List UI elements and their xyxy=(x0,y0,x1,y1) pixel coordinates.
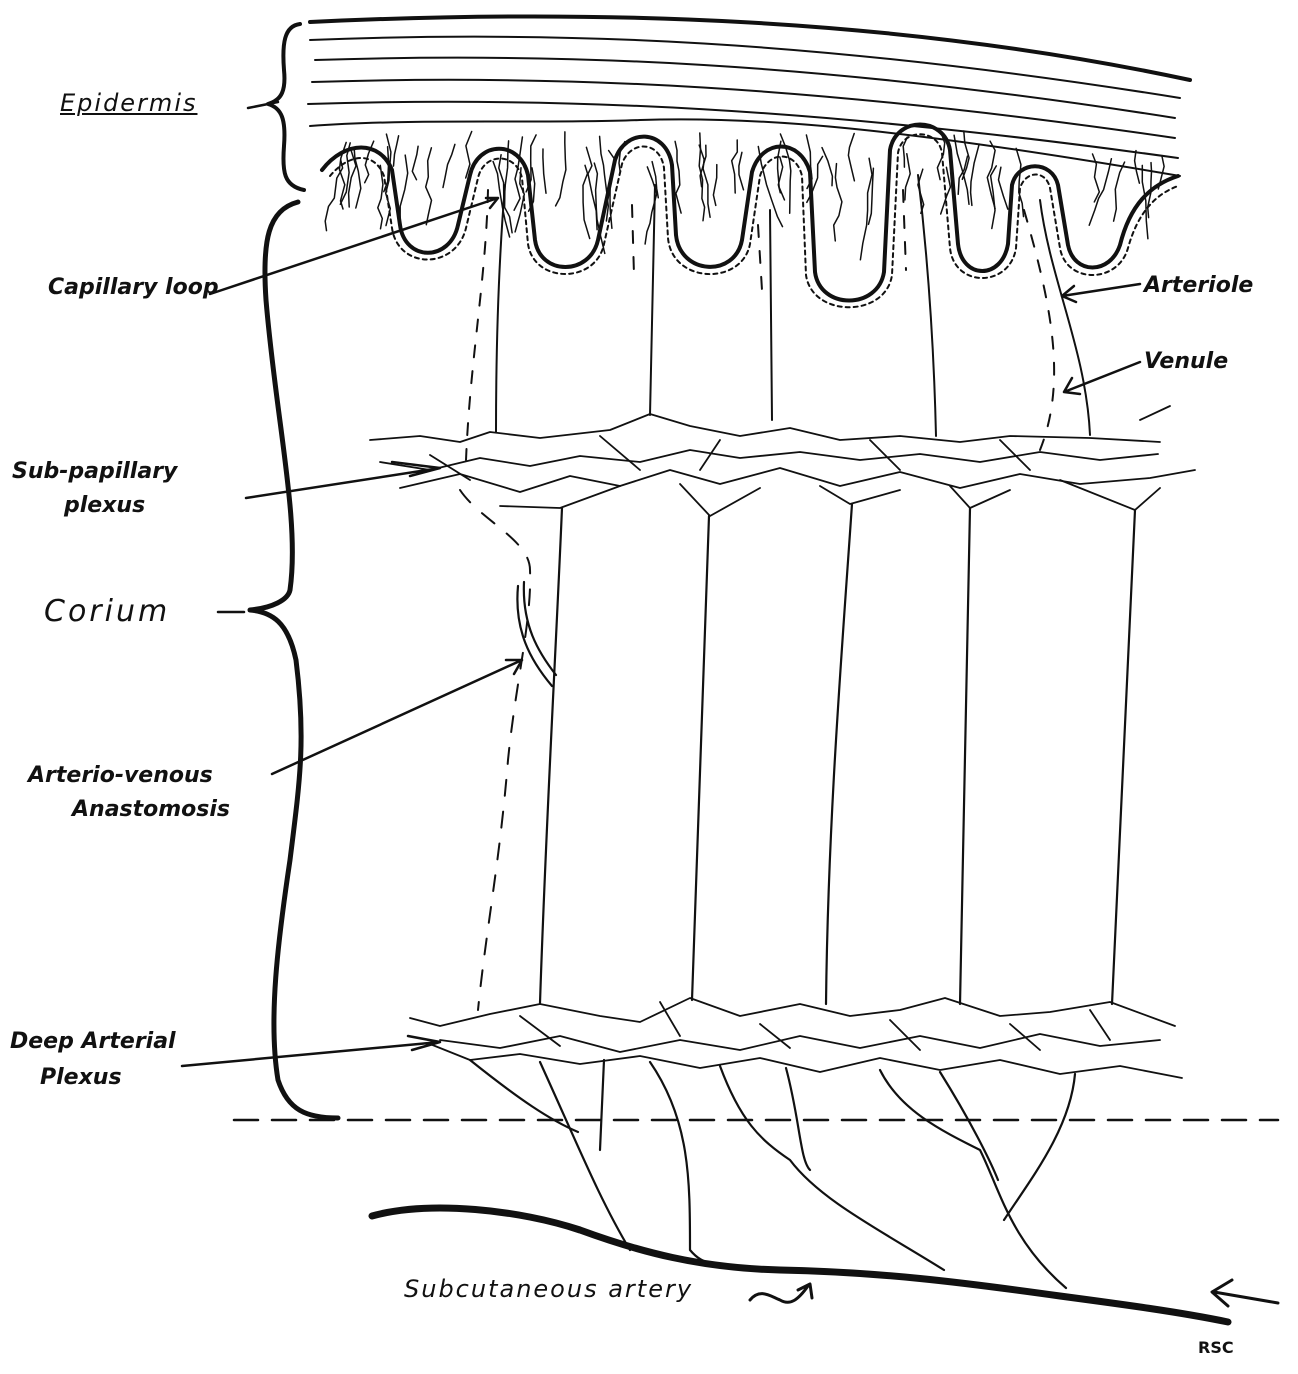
ridge-hatch-stroke xyxy=(822,148,832,186)
ridge-hatch-stroke xyxy=(971,144,980,205)
ridge-hatch-stroke xyxy=(954,135,969,204)
corium-brace xyxy=(250,202,338,1118)
label-sub-papillary-line1: Sub-papillary xyxy=(12,460,177,484)
ridge-hatch-stroke xyxy=(1089,159,1111,226)
ridge-hatch-stroke xyxy=(905,154,910,200)
label-capillary-loop: Capillary loop xyxy=(48,276,220,314)
ridge-hatch-stroke xyxy=(1135,151,1140,184)
corium-vessels xyxy=(460,490,1135,1010)
basement-membrane xyxy=(322,125,1178,308)
ridge-hatch-stroke xyxy=(739,152,744,189)
label-arteriole: Arteriole xyxy=(1144,274,1253,298)
ridge-hatch-stroke xyxy=(713,165,716,206)
ridge-hatch-stroke xyxy=(412,146,418,180)
flow-arrow xyxy=(1212,1280,1278,1306)
ridge-hatch-stroke xyxy=(860,158,872,259)
ridge-hatch-stroke xyxy=(1114,162,1125,221)
label-subcutaneous-artery: Subcutaneous artery xyxy=(404,1276,693,1302)
label-sub-papillary-line2: plexus xyxy=(64,494,145,518)
epidermis-layer xyxy=(308,16,1190,259)
ridge-hatch-stroke xyxy=(443,144,455,187)
ridge-hatch-stroke xyxy=(543,149,546,193)
ridge-hatch-stroke xyxy=(732,140,738,193)
subcutaneous-artery xyxy=(372,1208,1228,1322)
label-av-line1: Arterio-venous xyxy=(28,764,213,788)
label-deep-plexus-line2: Plexus xyxy=(40,1066,122,1090)
squiggle-arrow xyxy=(750,1284,812,1302)
ridge-hatch-stroke xyxy=(394,136,399,166)
label-venule: Venule xyxy=(1144,350,1228,374)
ridge-hatch-stroke xyxy=(848,134,854,181)
artist-signature: RSC xyxy=(1198,1336,1234,1360)
ridge-hatch-stroke xyxy=(834,164,842,241)
label-epidermis: Epidermis xyxy=(60,90,197,116)
ridge-hatch-stroke xyxy=(426,148,432,225)
label-av-line2: Anastomosis xyxy=(72,798,230,822)
label-deep-plexus-line1: Deep Arterial xyxy=(10,1030,176,1054)
epidermis-brace xyxy=(268,24,304,190)
ridge-hatch-stroke xyxy=(556,132,566,206)
feeder-branches xyxy=(470,1060,1075,1288)
ridge-hatch-stroke xyxy=(778,157,782,193)
ridge-hatch-stroke xyxy=(1142,165,1148,238)
ridge-hatch-stroke xyxy=(999,167,1008,209)
ridge-hatch-stroke xyxy=(378,165,383,228)
sub-papillary-plexus xyxy=(370,406,1195,516)
deep-arterial-plexus xyxy=(410,998,1182,1078)
label-corium: Corium xyxy=(44,596,170,628)
leader-lines xyxy=(182,102,1140,1066)
